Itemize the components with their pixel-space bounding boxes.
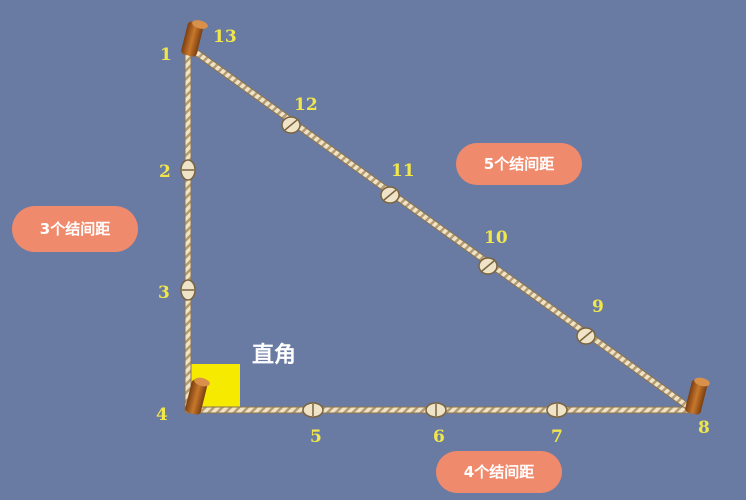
knot-label-5: 5 [310, 427, 322, 447]
peg-bottom-right [685, 377, 710, 415]
knot-10 [478, 257, 498, 275]
knot-6 [425, 402, 447, 418]
knot-3 [180, 279, 196, 301]
peg-bottom-left [185, 377, 210, 415]
knot-label-4: 4 [156, 405, 168, 425]
knot-label-8: 8 [698, 418, 710, 438]
knot-9 [576, 327, 596, 345]
bottom-side-pill-text: 4个结间距 [464, 463, 534, 481]
knot-12 [281, 116, 301, 134]
knot-label-3: 3 [158, 283, 170, 303]
rope-hypotenuse [186, 44, 694, 412]
knot-label-11: 11 [391, 161, 415, 181]
knots-layer [180, 116, 596, 418]
knot-label-1: 1 [160, 45, 172, 65]
knot-11 [380, 186, 400, 204]
knot-5 [302, 402, 324, 418]
knot-label-2: 2 [159, 162, 171, 182]
knot-label-12: 12 [294, 95, 318, 115]
knot-2 [180, 159, 196, 181]
knot-label-9: 9 [592, 297, 604, 317]
knot-label-6: 6 [433, 427, 445, 447]
left-side-pill: 3个结间距 [12, 206, 138, 252]
hypotenuse-pill: 5个结间距 [456, 143, 582, 185]
bottom-side-pill: 4个结间距 [436, 451, 562, 493]
knot-label-13: 13 [213, 27, 237, 47]
knot-label-10: 10 [484, 228, 508, 248]
peg-top [181, 20, 208, 57]
knot-7 [546, 402, 568, 418]
hypotenuse-pill-text: 5个结间距 [484, 155, 554, 173]
right-angle-label: 直角 [252, 342, 296, 368]
knot-label-7: 7 [551, 427, 563, 447]
left-side-pill-text: 3个结间距 [40, 220, 110, 238]
